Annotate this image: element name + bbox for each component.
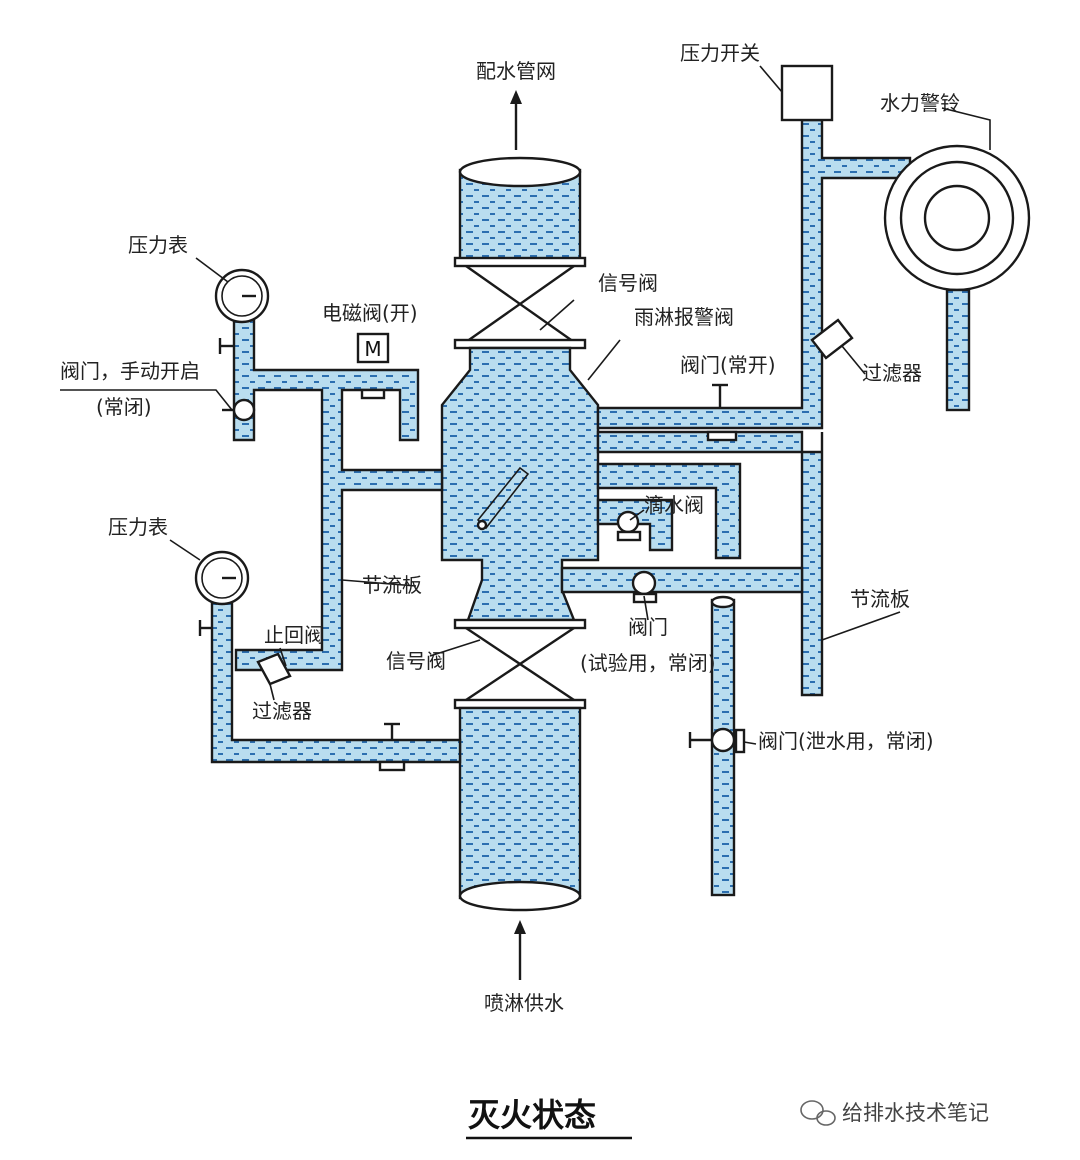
caption-title: 灭火状态 xyxy=(468,1096,596,1134)
pressure-gauge-bottom xyxy=(194,550,250,636)
label-orifice-right: 节流板 xyxy=(850,587,910,611)
solenoid-valve: M xyxy=(356,332,390,400)
label-drip-valve: 滴水阀 xyxy=(644,493,704,517)
flow-arrow-up-bottom xyxy=(514,920,526,980)
label-water-gong: 水力警铃 xyxy=(880,91,960,115)
left-trim-pipes xyxy=(210,298,462,764)
label-pressure-switch: 压力开关 xyxy=(680,41,760,65)
inlet-valve xyxy=(378,722,406,772)
label-pressure-gauge-top: 压力表 xyxy=(128,233,188,257)
label-strainer-right: 过滤器 xyxy=(862,361,922,385)
supply-pipe xyxy=(458,706,582,912)
label-to-network: 配水管网 xyxy=(476,59,556,83)
drain-valve xyxy=(688,727,746,754)
label-manual-valve: 阀门，手动开启 xyxy=(60,359,200,383)
wechat-icon xyxy=(800,1100,836,1126)
label-test-valve-state: (试验用，常闭) xyxy=(580,651,716,675)
alarm-line-pipes xyxy=(596,118,912,697)
label-check-valve: 止回阀 xyxy=(264,623,324,647)
drip-loop-pipes xyxy=(596,462,742,560)
label-orifice-left: 节流板 xyxy=(362,573,422,597)
label-solenoid-valve: 电磁阀(开) xyxy=(322,301,418,325)
label-supply: 喷淋供水 xyxy=(484,991,564,1015)
label-manual-valve-state: (常闭) xyxy=(96,395,152,419)
solenoid-symbol: M xyxy=(364,337,381,361)
label-signal-valve-top: 信号阀 xyxy=(598,271,658,295)
pressure-gauge-top xyxy=(214,268,270,324)
test-line-pipe xyxy=(560,566,804,594)
upper-main-pipe xyxy=(453,156,587,268)
label-deluge-alarm-valve: 雨淋报警阀 xyxy=(634,305,734,329)
label-pressure-gauge-bottom: 压力表 xyxy=(108,515,168,539)
valve-normally-open xyxy=(706,383,738,442)
label-test-valve: 阀门 xyxy=(628,615,668,639)
label-drain-valve: 阀门(泄水用，常闭) xyxy=(758,729,934,753)
manual-valve xyxy=(218,338,256,422)
watermark-text: 给排水技术笔记 xyxy=(842,1101,989,1125)
pressure-switch xyxy=(780,64,834,122)
leader-lines xyxy=(60,65,991,745)
strainer-right xyxy=(810,318,854,360)
label-signal-valve-bottom: 信号阀 xyxy=(386,649,446,673)
label-strainer-left: 过滤器 xyxy=(252,699,312,723)
signal-valve-bottom xyxy=(453,618,587,710)
strainer-left xyxy=(256,652,292,686)
water-gong xyxy=(883,144,1031,412)
drip-valve xyxy=(616,510,642,542)
label-valve-normally-open: 阀门(常开) xyxy=(680,353,776,377)
flow-arrow-up-top xyxy=(510,90,522,150)
